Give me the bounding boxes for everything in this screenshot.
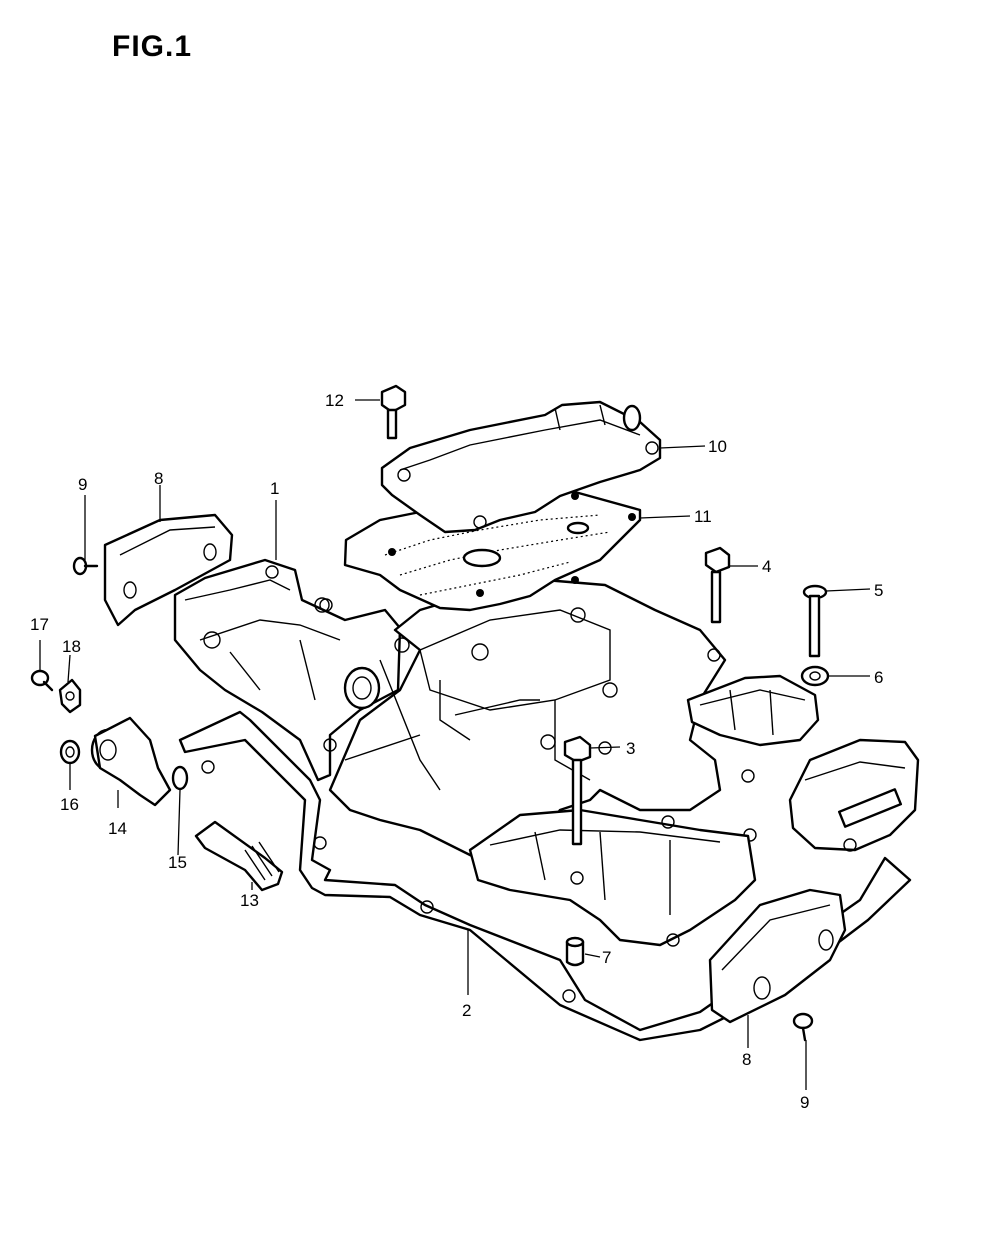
callout-labels: 1 2 3 4 5 6 7 8 8 9 9 10 11 12 13 14 15 … [30, 391, 883, 1112]
bolt-part-12 [380, 384, 407, 440]
callout-4: 4 [762, 557, 771, 576]
cover-gasket-part-2 [178, 710, 912, 1042]
spring-washer-part-16 [59, 739, 81, 765]
bolt-part-5 [802, 584, 828, 658]
screw-left-part-9 [72, 556, 99, 576]
gasket-plate-part-11 [343, 490, 642, 612]
leader-lines [39, 399, 871, 1090]
washer-part-6 [800, 665, 830, 687]
tachometer-gear-part-13 [194, 820, 284, 892]
callout-8-left: 8 [154, 469, 163, 488]
screw-right-part-9 [792, 1012, 814, 1042]
callout-3: 3 [626, 739, 635, 758]
bolt-part-4 [704, 546, 731, 624]
screw-part-17 [30, 669, 54, 692]
callout-6: 6 [874, 668, 883, 687]
callout-16: 16 [60, 795, 79, 814]
breather-cover-part-10 [380, 400, 662, 534]
callout-11: 11 [694, 507, 712, 526]
o-ring-part-15 [171, 765, 189, 791]
callout-10: 10 [708, 437, 727, 456]
callout-17: 17 [30, 615, 49, 634]
callout-7: 7 [602, 948, 611, 967]
callout-13: 13 [240, 891, 259, 910]
callout-15: 15 [168, 853, 187, 872]
callout-5: 5 [874, 581, 883, 600]
figure-title: FIG.1 [112, 30, 193, 63]
callout-2: 2 [462, 1001, 471, 1020]
callout-8-right: 8 [742, 1050, 751, 1069]
bolt-part-3 [563, 735, 592, 846]
dowel-pin-part-7 [565, 936, 585, 967]
cam-end-cap-left-part-8 [103, 513, 234, 627]
callout-18: 18 [62, 637, 81, 656]
tachometer-housing-part-14 [90, 716, 172, 807]
callout-9-left: 9 [78, 475, 87, 494]
cam-end-cap-right-part-8 [708, 888, 847, 1024]
callout-1: 1 [270, 479, 279, 498]
callout-9-right: 9 [800, 1093, 809, 1112]
callout-14: 14 [108, 819, 127, 838]
cylinder-head-cover-part-1 [173, 558, 920, 947]
callout-12: 12 [325, 391, 344, 410]
clamp-part-18 [58, 678, 82, 714]
